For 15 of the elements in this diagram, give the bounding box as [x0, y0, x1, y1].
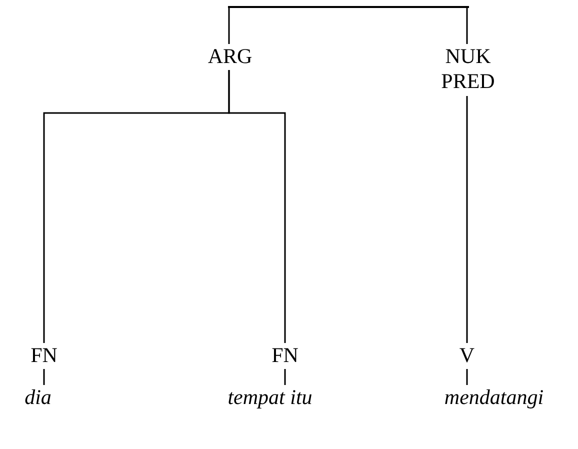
- tree-branch-line: [228, 8, 230, 44]
- category-label: ARG: [200, 44, 260, 69]
- category-label: V: [445, 343, 489, 368]
- tree-branch-line: [284, 369, 286, 385]
- word-label: mendatangi: [415, 385, 573, 410]
- category-label: FN: [20, 343, 68, 368]
- word-label: tempat itu: [200, 385, 340, 410]
- tree-branch-line: [466, 96, 468, 343]
- category-label: NUK PRED: [432, 44, 504, 94]
- tree-branch-line: [43, 369, 45, 385]
- word-label: dia: [8, 385, 68, 410]
- tree-branch-line: [228, 70, 286, 343]
- category-label: FN: [261, 343, 309, 368]
- tree-branch-line: [466, 8, 468, 44]
- tree-branch-line: [466, 369, 468, 385]
